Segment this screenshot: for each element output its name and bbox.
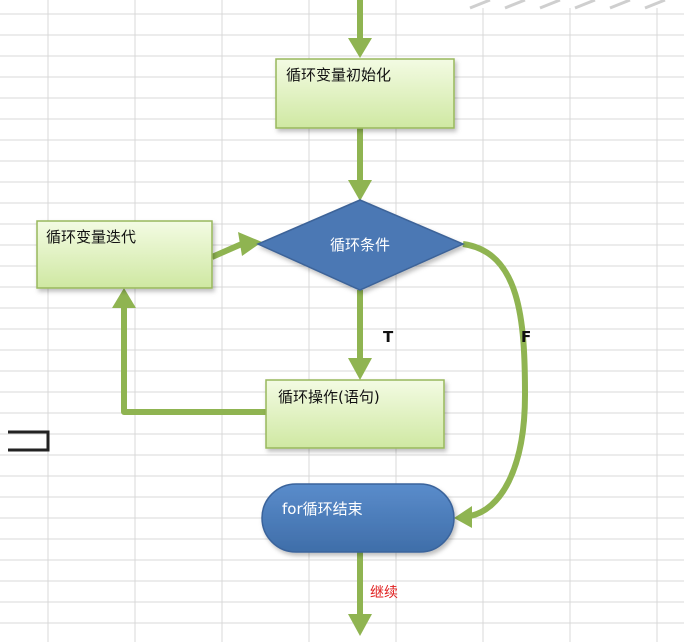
edge-artifact: [8, 430, 50, 452]
operation-node-label: 循环操作(语句): [278, 388, 380, 406]
init-node: 循环变量初始化: [275, 58, 455, 129]
arrowhead-condition-to-end: [454, 506, 472, 528]
arrowhead-init-to-condition: [348, 180, 372, 201]
false-label: F: [521, 328, 531, 346]
iterate-node-label: 循环变量迭代: [46, 228, 136, 246]
iterate-node: 循环变量迭代: [36, 220, 213, 289]
true-label: T: [383, 328, 394, 346]
arrow-iterate-to-condition: [210, 240, 246, 260]
end-node-label: for循环结束: [282, 500, 363, 518]
arrow-condition-to-end: [462, 241, 528, 519]
end-node: for循环结束: [261, 483, 455, 553]
torn-edge-marks: [469, 0, 666, 10]
operation-node: 循环操作(语句): [265, 379, 445, 449]
init-node-label: 循环变量初始化: [286, 66, 391, 84]
arrowhead-end-to-continue: [348, 614, 372, 636]
arrowhead-entry: [348, 38, 372, 58]
arrowhead-condition-to-operation: [348, 358, 372, 380]
continue-label: 继续: [370, 584, 398, 601]
condition-node: 循环条件: [256, 199, 465, 291]
condition-node-label: 循环条件: [330, 236, 390, 254]
arrowhead-operation-to-iterate: [112, 288, 136, 308]
arrow-operation-to-iterate: [121, 306, 266, 415]
connectors: [112, 0, 528, 636]
arrowhead-iterate-to-condition: [238, 232, 262, 256]
